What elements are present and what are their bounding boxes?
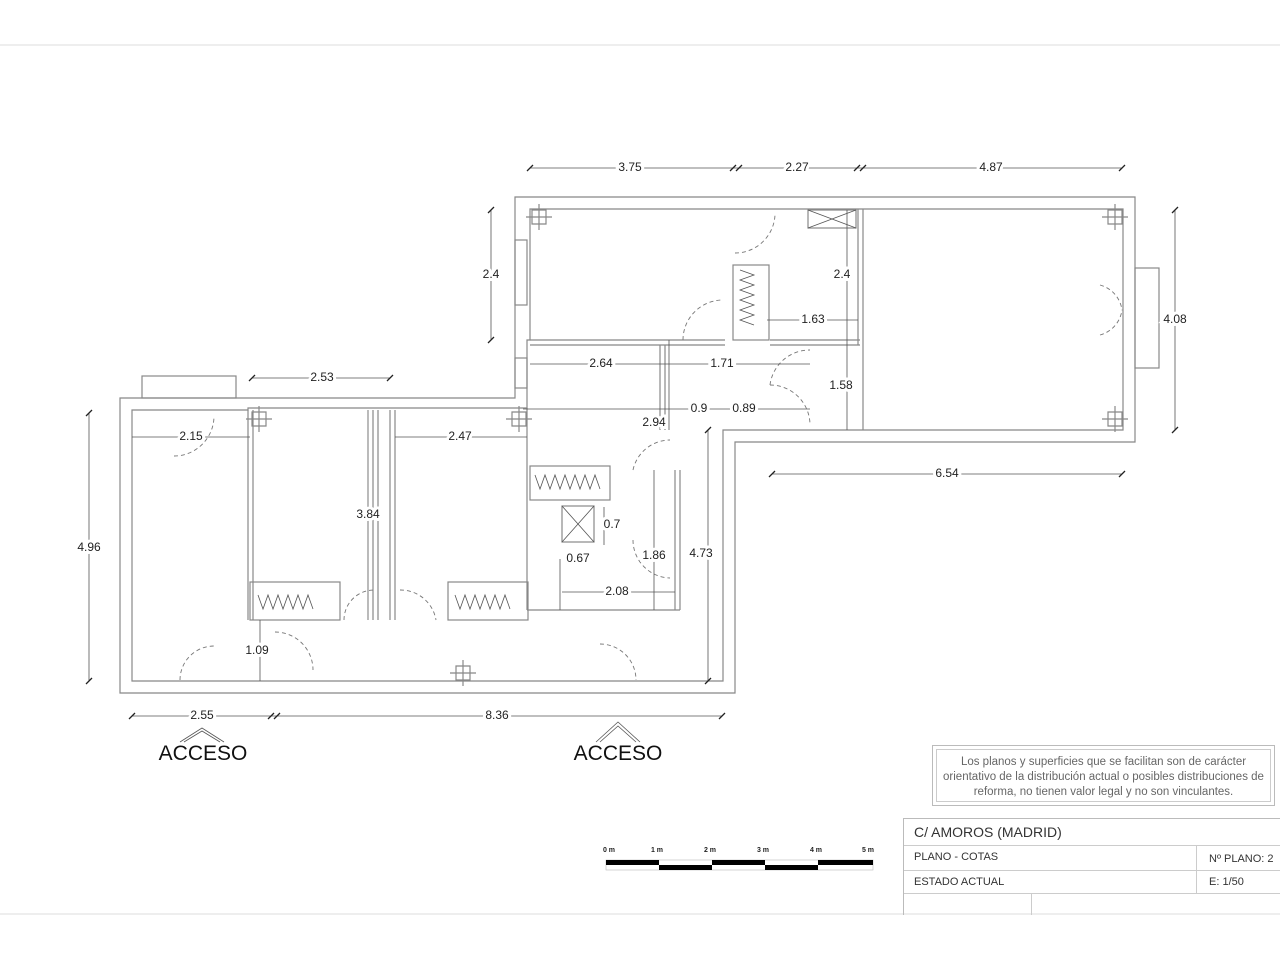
- dim-label: 1.63: [801, 312, 825, 326]
- dim-label: 2.4: [483, 267, 500, 281]
- disclaimer-note: Los planos y superficies que se facilita…: [932, 745, 1275, 806]
- plan-scale: E: 1/50: [1196, 871, 1244, 893]
- scale-tick-label: 1 m: [651, 847, 663, 854]
- dim-label: 3.84: [356, 507, 380, 521]
- dim-label: 8.36: [485, 708, 509, 722]
- dim-label: 2.27: [785, 160, 809, 174]
- door-swings: [173, 214, 1123, 681]
- dim-label: 4.08: [1163, 312, 1187, 326]
- dim-label: 1.09: [245, 643, 269, 657]
- dim-label: 4.73: [689, 546, 713, 560]
- dim-label: 4.96: [77, 540, 101, 554]
- walls: [119, 196, 1160, 694]
- access-label: ACCESO: [159, 742, 248, 765]
- dim-label: 0.67: [566, 551, 590, 565]
- dim-label: 2.55: [190, 708, 214, 722]
- state-row: ESTADO ACTUAL E: 1/50: [904, 871, 1280, 894]
- scale-tick-label: 2 m: [704, 847, 716, 854]
- dimension-lines: [85, 164, 1179, 720]
- title-block: C/ AMOROS (MADRID) PLANO - COTAS Nº PLAN…: [903, 818, 1280, 915]
- dim-label: 0.9: [691, 401, 708, 415]
- dim-label: 2.15: [179, 429, 203, 443]
- dim-label: 1.71: [710, 356, 734, 370]
- plan-type: PLANO - COTAS: [914, 851, 999, 863]
- plan-type-row: PLANO - COTAS Nº PLANO: 2: [904, 846, 1280, 871]
- dim-label: 2.64: [589, 356, 613, 370]
- dim-label: 6.54: [935, 466, 959, 480]
- dim-label: 1.58: [829, 378, 853, 392]
- dim-label: 2.53: [310, 370, 334, 384]
- scale-bar: 0 m 1 m 2 m 3 m 4 m 5 m: [603, 847, 874, 871]
- dimension-labels: 3.75 2.27 4.87 2.4 2.4 1.63 4.08 2.64 1.…: [74, 157, 1190, 725]
- scale-tick-label: 0 m: [603, 847, 615, 854]
- dim-label: 2.94: [642, 415, 666, 429]
- dim-label: 0.89: [732, 401, 756, 415]
- access-markers: ACCESO ACCESO: [159, 721, 663, 765]
- plan-number: Nº PLANO: 2: [1196, 846, 1274, 870]
- scale-tick-label: 3 m: [757, 847, 769, 854]
- dim-label: 2.47: [448, 429, 472, 443]
- scale-tick-label: 4 m: [810, 847, 822, 854]
- plan-state: ESTADO ACTUAL: [914, 876, 1005, 888]
- dim-label: 1.86: [642, 548, 666, 562]
- access-label: ACCESO: [574, 742, 663, 765]
- dim-label: 2.4: [834, 267, 851, 281]
- title-block-divider: [1031, 894, 1032, 915]
- dim-label: 2.08: [605, 584, 629, 598]
- scale-tick-label: 5 m: [862, 847, 874, 854]
- address: C/ AMOROS (MADRID): [904, 819, 1280, 846]
- dim-label: 4.87: [979, 160, 1003, 174]
- dim-label: 0.7: [604, 517, 621, 531]
- dim-label: 3.75: [618, 160, 642, 174]
